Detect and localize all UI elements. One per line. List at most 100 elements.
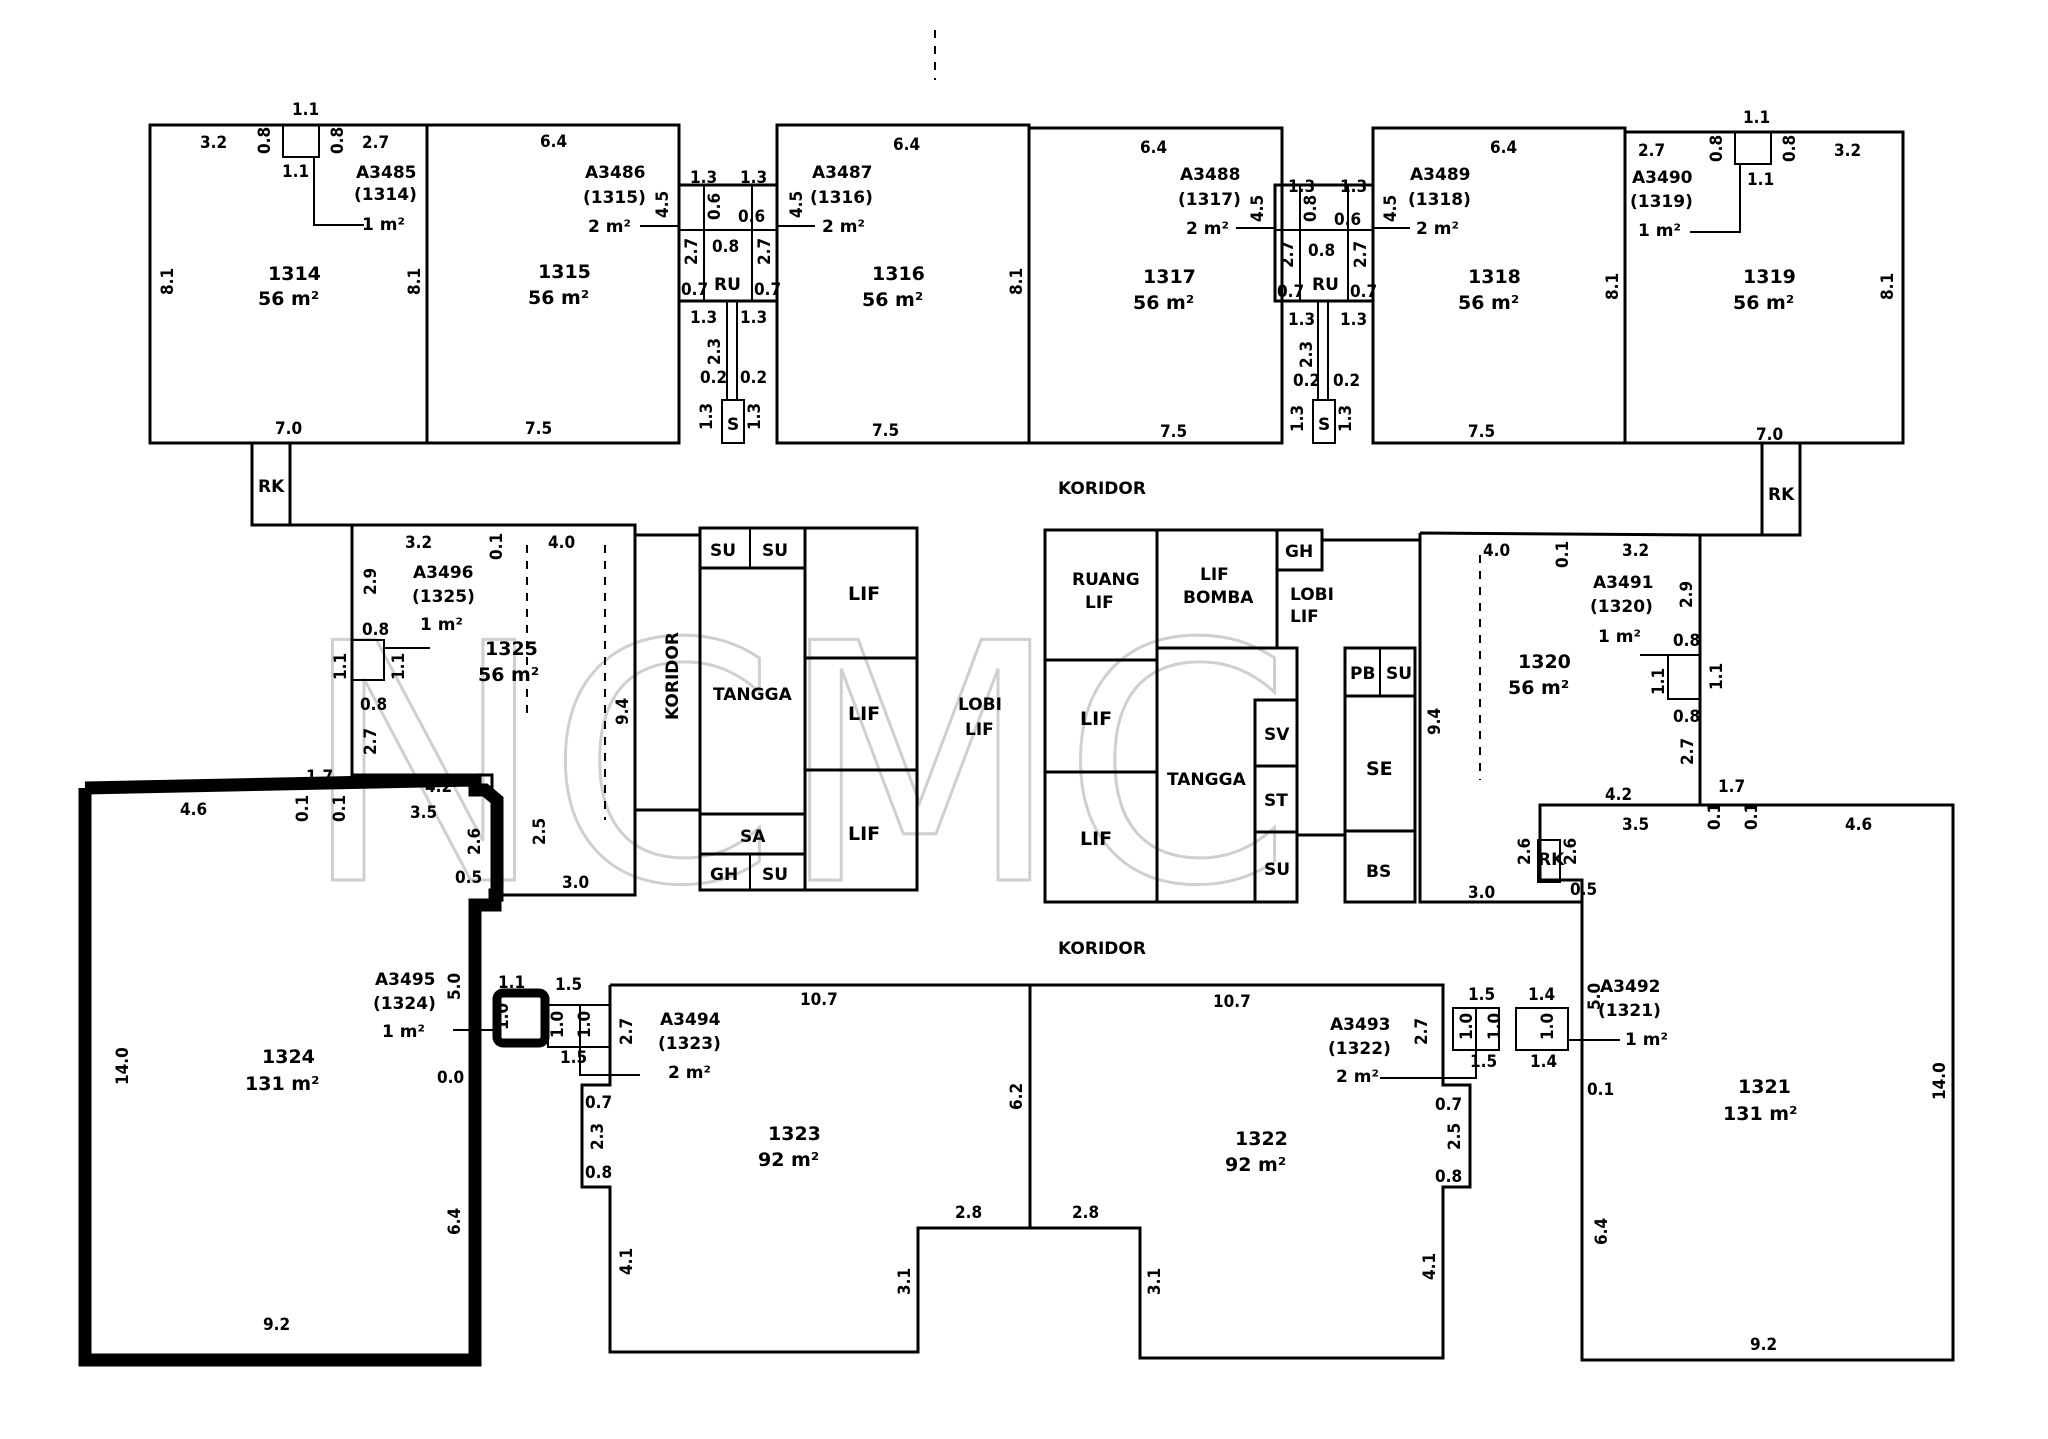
unit-1323-outline[interactable] [580, 983, 1032, 1354]
corridor-frame [250, 441, 1802, 537]
svg-text:1.1: 1.1 [331, 653, 351, 680]
svg-text:1.0: 1.0 [1485, 1013, 1505, 1040]
svg-text:3.2: 3.2 [1622, 541, 1649, 561]
unit-1317-outline[interactable] [1027, 126, 1284, 445]
room-label-su: SU [762, 865, 788, 885]
room-label-rk: RK [1538, 850, 1565, 870]
svg-text:2.9: 2.9 [1677, 581, 1697, 608]
svg-text:9.4: 9.4 [613, 698, 633, 725]
room-label-rk: RK [1768, 485, 1795, 505]
room-label-lif: LIF [848, 583, 880, 605]
room-label-s: S [1318, 415, 1330, 435]
svg-text:7.5: 7.5 [525, 419, 552, 439]
accessory-unit: (1321) [1598, 1001, 1661, 1021]
svg-text:2.7: 2.7 [617, 1018, 637, 1045]
unit-number: 1314 [268, 263, 321, 285]
svg-text:4.2: 4.2 [425, 777, 452, 797]
svg-text:0.7: 0.7 [585, 1093, 612, 1113]
accessory-area: 1 m² [362, 215, 405, 235]
accessory-code: A3487 [812, 163, 872, 183]
unit-area: 56 m² [528, 287, 589, 309]
unit-area: 131 m² [245, 1073, 319, 1095]
unit-number: 1324 [262, 1046, 315, 1068]
svg-text:4.5: 4.5 [787, 191, 807, 218]
svg-text:7.5: 7.5 [872, 421, 899, 441]
svg-text:8.1: 8.1 [1603, 273, 1623, 300]
room-label-st: ST [1264, 791, 1288, 811]
svg-text:6.2: 6.2 [1007, 1083, 1027, 1110]
svg-text:1.3: 1.3 [740, 168, 767, 188]
svg-text:7.0: 7.0 [1756, 425, 1783, 445]
svg-text:4.0: 4.0 [1483, 541, 1510, 561]
accessory-code: A3486 [585, 163, 645, 183]
svg-text:0.2: 0.2 [740, 368, 767, 388]
svg-text:0.8: 0.8 [712, 237, 739, 257]
svg-text:1.1: 1.1 [282, 162, 309, 182]
unit-area: 56 m² [862, 289, 923, 311]
svg-text:8.1: 8.1 [1878, 273, 1898, 300]
svg-text:7.5: 7.5 [1468, 422, 1495, 442]
dimension-labels: 1.1 3.2 2.7 0.8 0.8 1.1 8.1 8.1 7.0 6.4 … [113, 100, 1950, 1355]
svg-text:2.3: 2.3 [588, 1123, 608, 1150]
unit-1322-group [1030, 983, 1569, 1360]
svg-text:1.4: 1.4 [1530, 1052, 1557, 1072]
unit-1320-outline[interactable] [1418, 531, 1702, 904]
svg-text:1.1: 1.1 [1743, 108, 1770, 128]
svg-text:1.7: 1.7 [1718, 777, 1745, 797]
accessory-1314-box [282, 124, 320, 158]
room-label-pb: PB [1350, 664, 1375, 684]
accessory-unit: (1316) [810, 188, 873, 208]
accessory-1324-box [492, 988, 550, 1048]
svg-text:9.4: 9.4 [1425, 708, 1445, 735]
svg-text:1.5: 1.5 [560, 1048, 587, 1068]
room-label-lobi: LOBI [1290, 585, 1334, 605]
svg-text:6.4: 6.4 [540, 132, 567, 152]
svg-text:0.1: 0.1 [1553, 541, 1573, 568]
svg-text:4.1: 4.1 [1420, 1253, 1440, 1280]
accessory-unit: (1318) [1408, 190, 1471, 210]
unit-1321-outline[interactable] [1540, 803, 1955, 1362]
accessory-code: A3485 [356, 163, 416, 183]
left-core [635, 526, 919, 892]
svg-text:2.8: 2.8 [1072, 1203, 1099, 1223]
accessory-unit: (1325) [412, 587, 475, 607]
room-label-sv: SV [1264, 725, 1290, 745]
svg-text:6.4: 6.4 [893, 135, 920, 155]
room-label-lif: LIF [965, 720, 994, 740]
svg-text:0.6: 0.6 [738, 207, 765, 227]
unit-number: 1320 [1518, 651, 1571, 673]
svg-text:3.0: 3.0 [1468, 883, 1495, 903]
svg-text:1.3: 1.3 [1340, 310, 1367, 330]
accessory-unit: (1314) [354, 185, 417, 205]
unit-area: 56 m² [1133, 292, 1194, 314]
unit-number: 1319 [1743, 266, 1796, 288]
svg-text:1.3: 1.3 [1340, 177, 1367, 197]
svg-text:1.3: 1.3 [1336, 405, 1356, 432]
svg-text:2.7: 2.7 [1278, 241, 1298, 268]
unit-1321-group [1540, 803, 1955, 1362]
svg-text:9.2: 9.2 [1750, 1335, 1777, 1355]
accessory-code: A3488 [1180, 165, 1240, 185]
unit-number: 1317 [1143, 266, 1196, 288]
unit-1324-outline[interactable] [78, 773, 504, 1367]
corridor-label: KORIDOR [1058, 939, 1146, 959]
accessory-code: A3493 [1330, 1015, 1390, 1035]
accessory-code: A3492 [1600, 977, 1660, 997]
room-label-se: SE [1366, 758, 1393, 780]
svg-text:1.1: 1.1 [292, 100, 319, 120]
svg-text:0.7: 0.7 [1277, 282, 1304, 302]
unit-1322-outline[interactable] [1030, 983, 1472, 1360]
unit-number: 1322 [1235, 1128, 1288, 1150]
svg-text:10.7: 10.7 [1213, 992, 1251, 1012]
accessory-unit: (1315) [583, 188, 646, 208]
svg-text:2.7: 2.7 [1638, 141, 1665, 161]
watermark-text: NCMC [300, 574, 1292, 958]
room-label-tangga: TANGGA [1167, 770, 1247, 790]
svg-text:0.1: 0.1 [1705, 803, 1725, 830]
svg-text:2.7: 2.7 [1678, 738, 1698, 765]
svg-text:1.5: 1.5 [1470, 1052, 1497, 1072]
svg-text:0.0: 0.0 [437, 1068, 464, 1088]
svg-text:2.3: 2.3 [705, 338, 725, 365]
room-label-bs: BS [1366, 862, 1391, 882]
